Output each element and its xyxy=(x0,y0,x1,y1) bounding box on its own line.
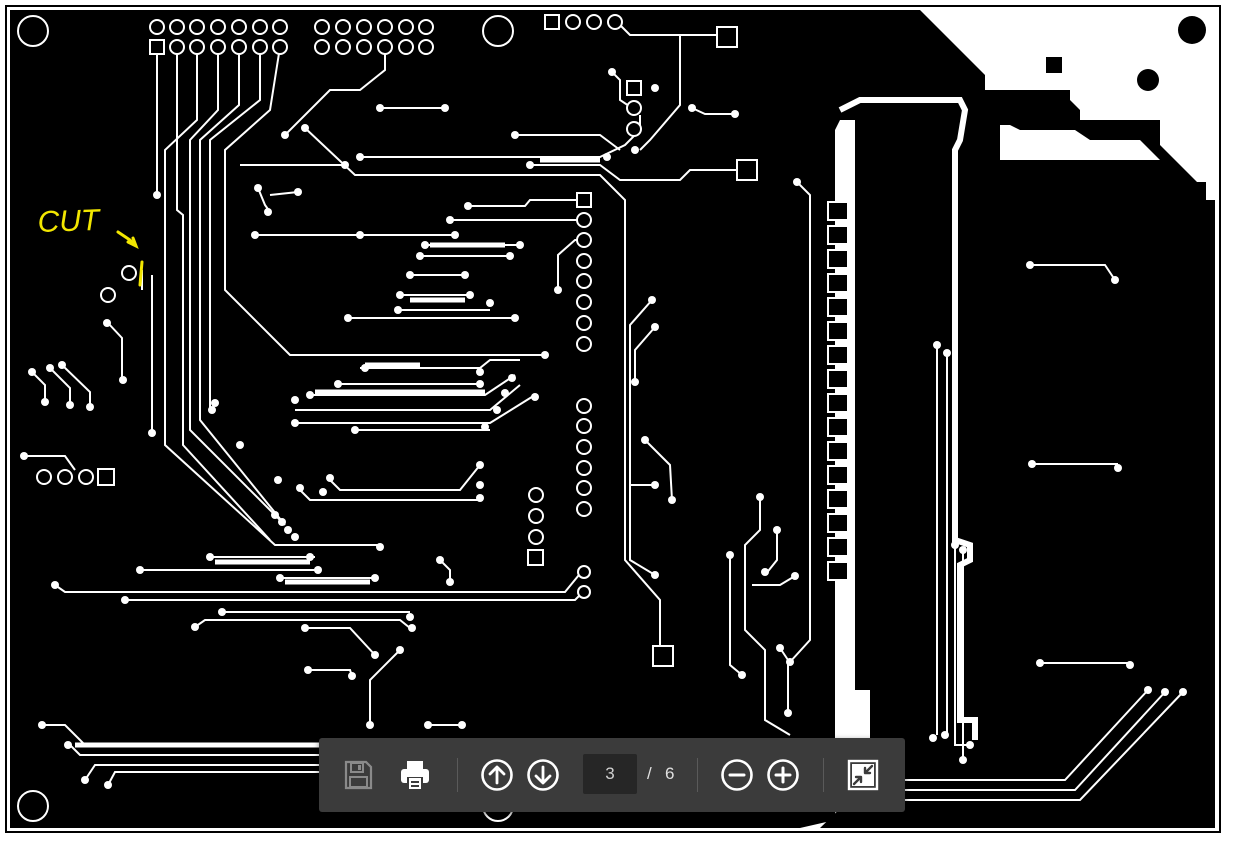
fit-page-button[interactable] xyxy=(843,755,883,795)
zoom-out-button[interactable] xyxy=(717,755,757,795)
cut-annotation-text: CUT xyxy=(37,204,102,239)
toolbar-separator xyxy=(457,758,458,792)
shrink-arrows-icon xyxy=(847,759,879,791)
pdf-toolbar: / 6 xyxy=(319,738,905,812)
next-page-button[interactable] xyxy=(523,755,563,795)
arrow-down-circle-icon xyxy=(527,759,559,791)
arrow-up-circle-icon xyxy=(481,759,513,791)
toolbar-separator xyxy=(697,758,698,792)
zoom-in-button[interactable] xyxy=(763,755,803,795)
print-button[interactable] xyxy=(395,755,435,795)
plus-circle-icon xyxy=(767,759,799,791)
page-number-input[interactable] xyxy=(583,754,637,794)
printer-icon xyxy=(401,761,429,790)
total-pages: 6 xyxy=(665,764,675,783)
save-button[interactable] xyxy=(338,755,378,795)
previous-page-button[interactable] xyxy=(477,755,517,795)
page-separator: / xyxy=(647,764,652,783)
toolbar-separator xyxy=(823,758,824,792)
cut-annotation xyxy=(116,230,144,287)
minus-circle-icon xyxy=(721,759,753,791)
floppy-disk-icon xyxy=(344,760,373,790)
